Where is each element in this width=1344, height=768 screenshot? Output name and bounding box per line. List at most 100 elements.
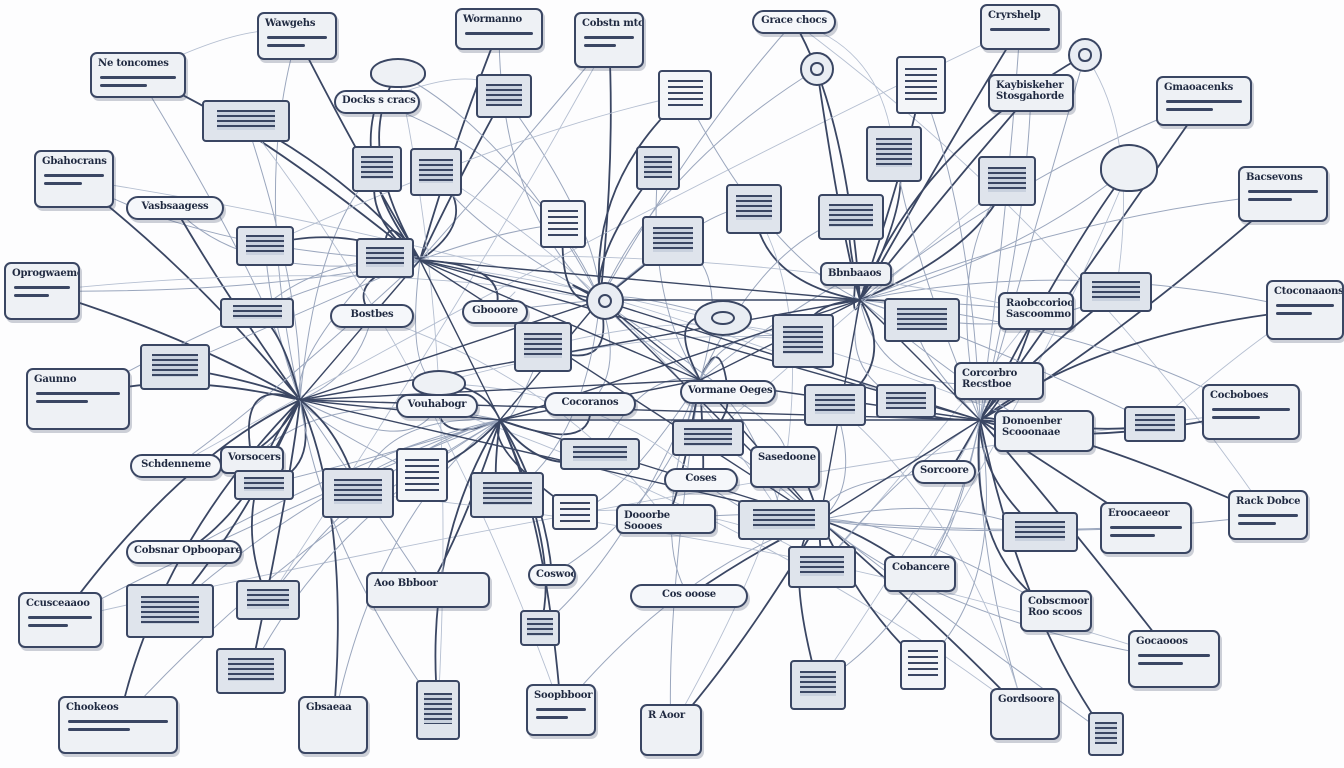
window-icon bbox=[772, 314, 834, 368]
node-label: Gbahocrans bbox=[42, 156, 107, 167]
connection-line bbox=[419, 259, 501, 421]
connection-line bbox=[174, 207, 301, 401]
connection-line bbox=[250, 399, 301, 672]
connection-line bbox=[299, 315, 373, 401]
node-cos-ooose: Cos ooose bbox=[630, 584, 748, 608]
node-label: Ctoconaaons bbox=[1274, 286, 1342, 297]
connection-line bbox=[371, 315, 667, 520]
connection-line bbox=[299, 299, 861, 401]
node-label: Ne toncomes bbox=[98, 58, 169, 69]
connection-line bbox=[250, 419, 501, 672]
connection-line bbox=[419, 28, 500, 261]
connection-line bbox=[859, 299, 981, 421]
document-icon bbox=[552, 494, 598, 530]
connection-line bbox=[499, 419, 547, 629]
node-cobscmoor: Cobscmoor Roo scoos bbox=[1020, 590, 1092, 632]
node-docks: Docks s cracs bbox=[334, 90, 420, 114]
gear-icon bbox=[586, 282, 624, 320]
node-raobcco: Raobccoriooo Sascoommo bbox=[998, 292, 1074, 330]
node-label: Cobsnar Opboopare ri bbox=[134, 545, 240, 556]
node-eroocaeeor: Eroocaeeor bbox=[1100, 502, 1192, 554]
document-icon bbox=[900, 640, 946, 690]
connection-line bbox=[248, 393, 301, 461]
node-gbsaeaa: Gbsaeaa bbox=[298, 696, 368, 754]
connection-line bbox=[597, 94, 686, 301]
node-gbooore: Gbooore bbox=[462, 300, 528, 324]
connection-line bbox=[435, 171, 785, 521]
node-label: Cryrshelp bbox=[988, 10, 1041, 21]
connection-line bbox=[376, 101, 601, 301]
node-label: Gordsoore bbox=[998, 694, 1055, 705]
server-icon bbox=[1080, 272, 1152, 312]
connection-line bbox=[59, 399, 301, 621]
server-icon bbox=[1124, 406, 1186, 442]
connection-line bbox=[819, 519, 1175, 660]
document-icon bbox=[540, 200, 586, 248]
node-label: Eroocaeeor bbox=[1108, 508, 1170, 519]
node-label: Cocboboes bbox=[1210, 390, 1269, 401]
node-vormane-oeges: Vormane Oeges bbox=[680, 380, 776, 404]
node-label: Bacsevons bbox=[1246, 172, 1303, 183]
connection-line bbox=[819, 519, 1107, 735]
node-vasbsaagess: Vasbsaagess bbox=[126, 196, 224, 220]
node-label: Grace chocs bbox=[761, 15, 827, 26]
node-bostbes: Bostbes bbox=[330, 304, 414, 328]
node-label: Bostbes bbox=[350, 309, 394, 320]
server-icon bbox=[416, 680, 460, 740]
node-rack-dobce: Rack Dobce bbox=[1228, 490, 1308, 540]
connection-line bbox=[264, 94, 686, 247]
node-label: Cos ooose bbox=[662, 589, 716, 600]
window-icon bbox=[234, 470, 294, 500]
node-label: Vormane Oeges bbox=[688, 385, 773, 396]
window-icon bbox=[636, 146, 680, 190]
connection-line bbox=[821, 419, 981, 568]
node-ccusceaaoo: Ccusceaaoo bbox=[18, 592, 102, 648]
server-icon bbox=[1002, 512, 1078, 552]
connection-line bbox=[599, 68, 818, 301]
node-label: Coswoooe bbox=[536, 569, 574, 580]
document-icon bbox=[396, 448, 448, 502]
node-sasedoone: Sasedoone bbox=[750, 446, 820, 488]
node-chookeos: Chookeos bbox=[58, 696, 178, 754]
window-icon bbox=[410, 148, 462, 196]
window-icon bbox=[220, 298, 294, 328]
node-gbahocrans: Gbahocrans bbox=[34, 150, 114, 208]
node-dooorbe: Dooorbe Soooes bbox=[616, 504, 716, 534]
node-label: Oprogwaemes bbox=[12, 268, 78, 279]
connection-line bbox=[419, 259, 601, 301]
connection-line bbox=[245, 120, 301, 401]
connection-line bbox=[819, 519, 1147, 532]
connection-line bbox=[299, 299, 601, 401]
node-label: Cocoranos bbox=[561, 397, 619, 408]
node-schdenneme: Schdenneme bbox=[130, 454, 222, 478]
connection-line bbox=[438, 336, 804, 384]
connection-line bbox=[655, 167, 701, 381]
gear-icon bbox=[800, 52, 834, 86]
node-coses: Coses bbox=[664, 468, 738, 492]
node-vouhabogr: Vouhabogr bbox=[396, 394, 478, 418]
server-icon bbox=[738, 500, 830, 540]
node-wormanno: Wormanno bbox=[455, 8, 543, 50]
connection-line bbox=[299, 259, 421, 401]
connection-line bbox=[922, 419, 987, 666]
server-icon bbox=[322, 468, 394, 518]
server-icon bbox=[520, 610, 560, 646]
node-grace-chocs: Grace chocs bbox=[752, 10, 836, 34]
window-icon bbox=[790, 660, 846, 710]
node-label: Gocaooos bbox=[1136, 636, 1188, 647]
node-gocaooos: Gocaooos bbox=[1128, 630, 1220, 688]
node-label: Raobccoriooo Sascoommo bbox=[1006, 298, 1072, 320]
node-label: Soopbboor bbox=[534, 690, 593, 701]
connection-line bbox=[599, 39, 612, 301]
cloud-icon bbox=[1100, 144, 1158, 192]
connection-line bbox=[41, 275, 606, 302]
node-cryrshelp: Cryrshelp bbox=[980, 4, 1060, 50]
window-icon bbox=[642, 216, 704, 266]
node-cobsnar: Cobsnar Opboopare ri bbox=[126, 540, 242, 564]
connection-line bbox=[434, 419, 501, 711]
gear-icon bbox=[694, 300, 752, 336]
connection-line bbox=[978, 419, 1026, 715]
window-icon bbox=[356, 238, 414, 278]
node-donoenber: Donoenber Scooonaae bbox=[994, 410, 1094, 452]
connection-line bbox=[979, 193, 1284, 421]
